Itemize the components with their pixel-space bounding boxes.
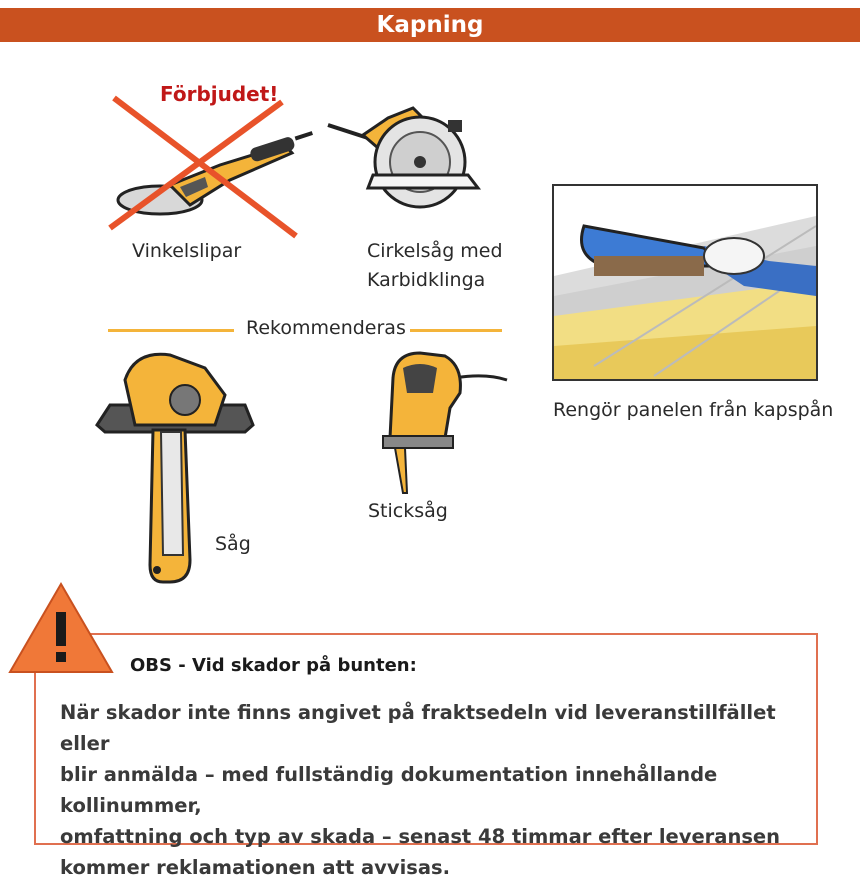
section-title: Kapning (376, 12, 484, 38)
forbidden-label: Förbjudet! (160, 82, 279, 106)
notice-line: kommer reklamationen att avvisas. (60, 856, 451, 879)
notice-line: omfattning och typ av skada – senast 48 … (60, 825, 781, 848)
section-header: Kapning (0, 8, 860, 42)
notice-title: OBS - Vid skador på bunten: (130, 655, 417, 676)
cleaning-illustration (552, 184, 818, 381)
jigsaw-label: Sticksåg (368, 500, 448, 522)
divider-right (410, 329, 502, 332)
chainsaw-label: Såg (215, 533, 251, 555)
notice-line: När skador inte finns angivet på fraktse… (60, 701, 776, 755)
recommended-label: Rekommenderas (246, 317, 406, 339)
panel-brush-icon (554, 216, 816, 379)
circular-saw-label-line1: Cirkelsåg med (367, 240, 503, 262)
chainsaw-icon (95, 352, 255, 584)
warning-icon (8, 582, 114, 673)
circular-saw-icon (327, 106, 482, 209)
circular-saw-label-line2: Karbidklinga (367, 269, 486, 291)
jigsaw-icon (382, 351, 508, 494)
notice-text: När skador inte finns angivet på fraktse… (60, 697, 800, 883)
notice-box (34, 633, 818, 845)
notice-line: blir anmälda – med fullständig dokumenta… (60, 763, 718, 817)
forbidden-cross-icon (108, 95, 298, 239)
cleaning-caption: Rengör panelen från kapspån (553, 399, 834, 421)
divider-left (108, 329, 234, 332)
angle-grinder-label: Vinkelslipar (132, 240, 242, 262)
